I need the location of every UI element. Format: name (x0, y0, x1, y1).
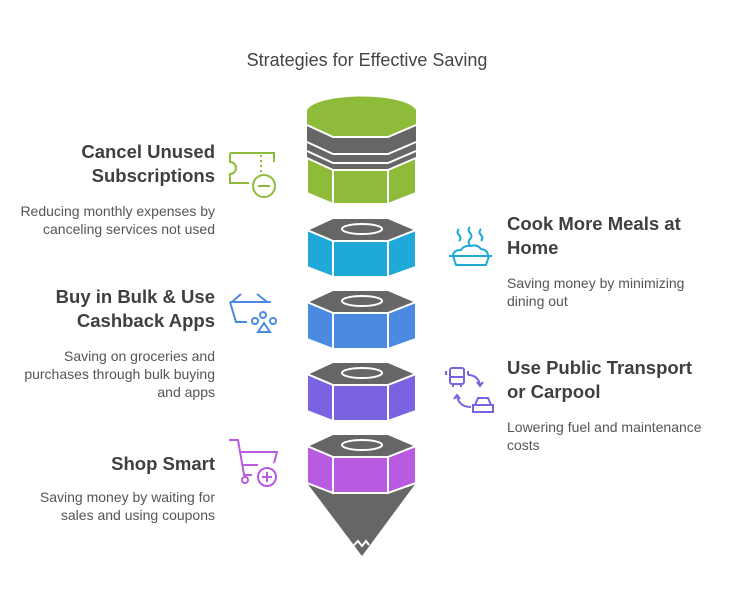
strategy-cook-at-home: Cook More Meals at Home Saving money by … (507, 212, 707, 310)
segment-hole (341, 223, 383, 235)
stack-segment-green (306, 96, 417, 206)
strategy-description: Reducing monthly expenses by canceling s… (20, 203, 215, 237)
pencil-cone (307, 483, 416, 556)
strategy-cancel-subscriptions: Cancel Unused Subscriptions Reducing mon… (15, 140, 215, 238)
hot-dish-icon (449, 226, 492, 266)
strategy-description: Saving money by minimizing dining out (507, 275, 685, 309)
stack-segment-3 (304, 361, 419, 423)
strategy-shop-smart: Shop Smart Saving money by waiting for s… (15, 452, 215, 524)
strategy-heading: Shop Smart (111, 453, 215, 474)
stack-segment-2 (304, 289, 419, 351)
strategy-public-transport: Use Public Transport or Carpool Lowering… (507, 356, 707, 454)
strategy-heading: Buy in Bulk & Use Cashback Apps (55, 286, 215, 331)
ticket-minus-icon (229, 152, 276, 198)
stack-segment-1 (304, 217, 419, 279)
strategy-description: Lowering fuel and maintenance costs (507, 419, 702, 453)
cart-plus-icon (229, 439, 279, 487)
strategy-description: Saving money by waiting for sales and us… (39, 489, 215, 523)
strategy-heading: Cancel Unused Subscriptions (81, 141, 215, 186)
strategy-bulk-cashback: Buy in Bulk & Use Cashback Apps Saving o… (15, 285, 215, 401)
bus-car-swap-icon (445, 367, 494, 413)
strategy-heading: Use Public Transport or Carpool (507, 357, 693, 402)
strategy-heading: Cook More Meals at Home (507, 213, 681, 258)
stack-segment-4 (304, 433, 419, 495)
segment-hole (341, 295, 383, 307)
segment-hole (341, 367, 383, 379)
basket-icon (229, 293, 277, 333)
diagram-title: Strategies for Effective Saving (246, 50, 488, 70)
segment-hole (341, 439, 383, 451)
strategy-description: Saving on groceries and purchases throug… (24, 348, 215, 400)
